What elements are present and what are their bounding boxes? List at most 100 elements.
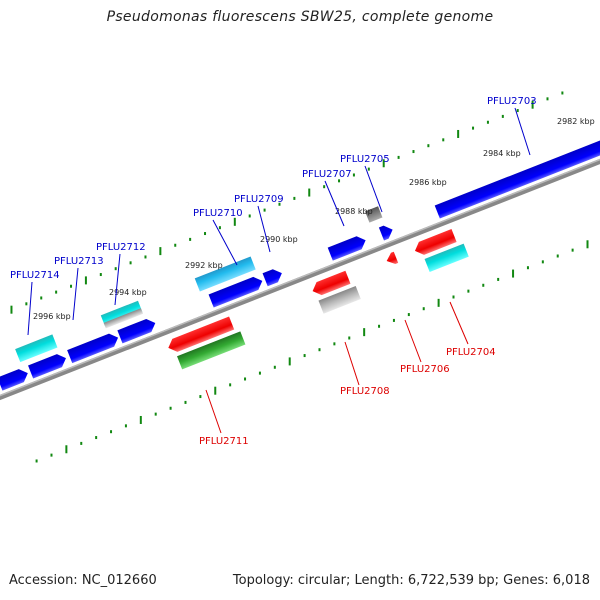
kbp-tick-bottom — [497, 277, 500, 281]
gene-label-reverse[interactable]: PFLU2706 — [400, 364, 450, 375]
kbp-tick-bottom — [482, 283, 485, 287]
kbp-tick-bottom — [512, 269, 515, 278]
kbp-tick-top — [174, 243, 177, 247]
gene-forward[interactable] — [327, 234, 368, 261]
gene-feature-sky[interactable] — [194, 256, 256, 292]
kbp-label: 2990 kbp — [260, 235, 298, 244]
kbp-tick-top — [55, 290, 58, 294]
gene-forward[interactable] — [28, 352, 68, 379]
kbp-tick-top — [442, 138, 445, 142]
gene-forward[interactable] — [434, 139, 600, 219]
kbp-label: 2994 kbp — [109, 288, 147, 297]
kbp-tick-top — [70, 284, 73, 288]
kbp-tick-bottom — [184, 400, 187, 404]
kbp-tick-top — [516, 109, 519, 113]
gene-forward[interactable] — [262, 267, 285, 287]
gene-leader-line — [72, 267, 79, 321]
gene-reverse[interactable] — [310, 270, 351, 298]
gene-label-forward[interactable]: PFLU2709 — [234, 194, 284, 205]
kbp-tick-top — [427, 144, 430, 148]
gene-label-forward[interactable]: PFLU2714 — [10, 270, 60, 281]
gene-forward[interactable] — [208, 274, 265, 308]
kbp-tick-top — [472, 126, 475, 130]
accession-text: Accession: NC_012660 — [9, 573, 157, 588]
kbp-tick-bottom — [258, 371, 261, 375]
kbp-tick-bottom — [556, 254, 559, 258]
kbp-tick-top — [293, 196, 296, 200]
gene-leader-line — [449, 301, 469, 345]
kbp-tick-bottom — [50, 453, 53, 457]
kbp-tick-top — [308, 188, 311, 197]
gene-forward[interactable] — [378, 223, 395, 241]
kbp-tick-bottom — [392, 318, 395, 322]
gene-forward[interactable] — [0, 367, 30, 391]
kbp-tick-bottom — [303, 354, 306, 358]
kbp-tick-bottom — [571, 248, 574, 252]
genome-backbone — [0, 149, 600, 408]
kbp-label: 2996 kbp — [33, 312, 71, 321]
gene-leader-line — [27, 281, 33, 336]
gene-forward[interactable] — [117, 316, 157, 344]
kbp-tick-bottom — [229, 383, 232, 387]
kbp-tick-bottom — [348, 336, 351, 340]
kbp-label: 2992 kbp — [185, 261, 223, 270]
kbp-tick-top — [323, 185, 326, 189]
kbp-tick-top — [159, 247, 162, 256]
gene-feature-green[interactable] — [177, 331, 246, 370]
gene-label-forward[interactable]: PFLU2707 — [302, 169, 352, 180]
kbp-tick-bottom — [169, 406, 172, 410]
kbp-tick-top — [84, 276, 87, 285]
gene-label-reverse[interactable]: PFLU2711 — [199, 436, 249, 447]
gene-feature-dark[interactable] — [365, 206, 383, 223]
genome-summary-text: Topology: circular; Length: 6,722,539 bp… — [232, 573, 590, 588]
gene-leader-line — [114, 253, 121, 306]
kbp-tick-bottom — [124, 424, 127, 428]
gene-reverse[interactable] — [384, 251, 399, 267]
kbp-tick-top — [189, 237, 192, 241]
gene-feature-gray[interactable] — [318, 286, 361, 314]
gene-label-forward[interactable]: PFLU2710 — [193, 208, 243, 219]
gene-feature-cyan[interactable] — [424, 243, 469, 272]
gene-label-reverse[interactable]: PFLU2704 — [446, 347, 496, 358]
gene-feature-gray[interactable] — [103, 308, 144, 329]
kbp-tick-top — [352, 173, 355, 177]
kbp-tick-bottom — [214, 386, 217, 395]
gene-leader-line — [344, 341, 360, 386]
kbp-label: 2984 kbp — [483, 149, 521, 158]
kbp-tick-bottom — [80, 441, 83, 445]
kbp-tick-top — [129, 261, 132, 265]
gene-label-forward[interactable]: PFLU2705 — [340, 154, 390, 165]
gene-label-forward[interactable]: PFLU2703 — [487, 96, 537, 107]
kbp-tick-bottom — [110, 430, 113, 434]
kbp-tick-top — [40, 296, 43, 300]
kbp-tick-bottom — [244, 377, 247, 381]
kbp-tick-bottom — [407, 313, 410, 317]
kbp-tick-bottom — [154, 412, 157, 416]
kbp-tick-bottom — [333, 342, 336, 346]
gene-feature-cyan[interactable] — [15, 334, 58, 363]
gene-forward[interactable] — [67, 331, 121, 364]
kbp-tick-top — [367, 167, 370, 171]
kbp-tick-top — [278, 202, 281, 206]
gene-leader-line — [324, 180, 345, 227]
kbp-tick-top — [546, 97, 549, 101]
kbp-tick-top — [457, 129, 460, 138]
gene-reverse[interactable] — [412, 229, 457, 257]
kbp-tick-top — [218, 226, 221, 230]
kbp-label: 2988 kbp — [335, 207, 373, 216]
gene-leader-line — [205, 389, 222, 434]
kbp-tick-top — [263, 208, 266, 212]
gene-reverse[interactable] — [166, 316, 235, 354]
gene-label-forward[interactable]: PFLU2713 — [54, 256, 104, 267]
gene-label-reverse[interactable]: PFLU2708 — [340, 386, 390, 397]
map-title: Pseudomonas fluorescens SBW25, complete … — [106, 9, 494, 25]
gene-label-forward[interactable]: PFLU2712 — [96, 242, 146, 253]
kbp-tick-top — [561, 91, 564, 95]
gene-leader-line — [514, 107, 531, 156]
kbp-tick-bottom — [541, 260, 544, 264]
kbp-tick-top — [338, 179, 341, 183]
kbp-tick-bottom — [422, 307, 425, 311]
